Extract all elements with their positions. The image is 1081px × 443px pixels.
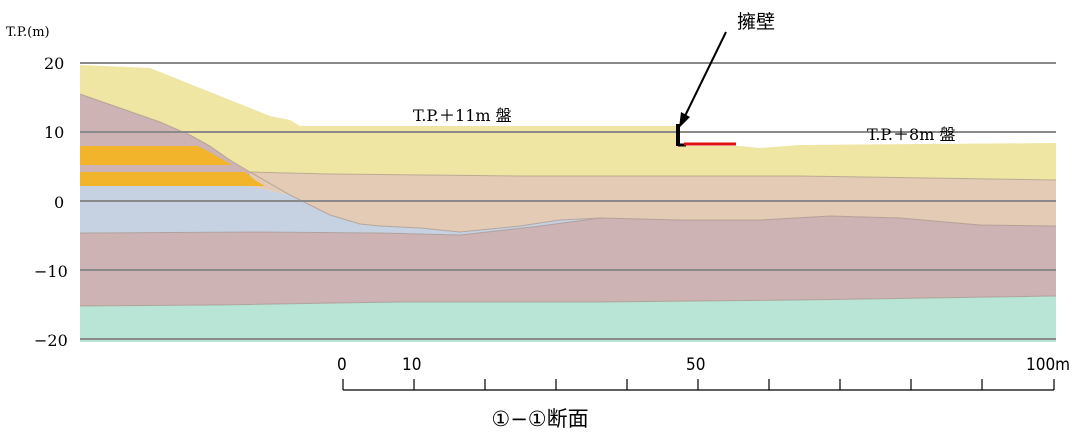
scale-bar: [342, 379, 1055, 391]
pad-label-8m: T.P.＋8m 盤: [867, 125, 955, 144]
scale-label-50: 50: [686, 355, 705, 375]
layer-clay-lower: [80, 216, 1056, 306]
layer-blue-grey: [80, 186, 600, 235]
elevation-gridlines: [80, 62, 1056, 340]
layer-boundaries: [79, 93, 1057, 307]
layer-top-fill: [80, 65, 1056, 180]
retaining-wall-arrow: [679, 31, 727, 128]
layer-orange-lens-upper: [80, 146, 232, 165]
y-tick-label-minus-20: −20: [34, 331, 68, 350]
y-tick-label-10: 10: [44, 123, 64, 142]
scale-label-0: 0: [337, 355, 347, 375]
section-caption: ①−①断面: [491, 407, 588, 431]
strata-layers: [80, 65, 1056, 342]
y-axis-unit-label: T.P.(m): [6, 25, 50, 40]
y-tick-label-0: 0: [54, 193, 64, 212]
y-tick-label-minus-10: −10: [34, 262, 68, 281]
layer-orange-lens-lower: [80, 172, 265, 186]
scale-label-10: 10: [402, 355, 421, 375]
layer-bottom-green: [80, 296, 1056, 342]
scale-label-100m: 100m: [1026, 355, 1070, 375]
retaining-wall-label: 擁壁: [737, 11, 775, 33]
pad-label-11m: T.P.＋11m 盤: [413, 106, 512, 125]
y-tick-label-20: 20: [44, 54, 64, 73]
